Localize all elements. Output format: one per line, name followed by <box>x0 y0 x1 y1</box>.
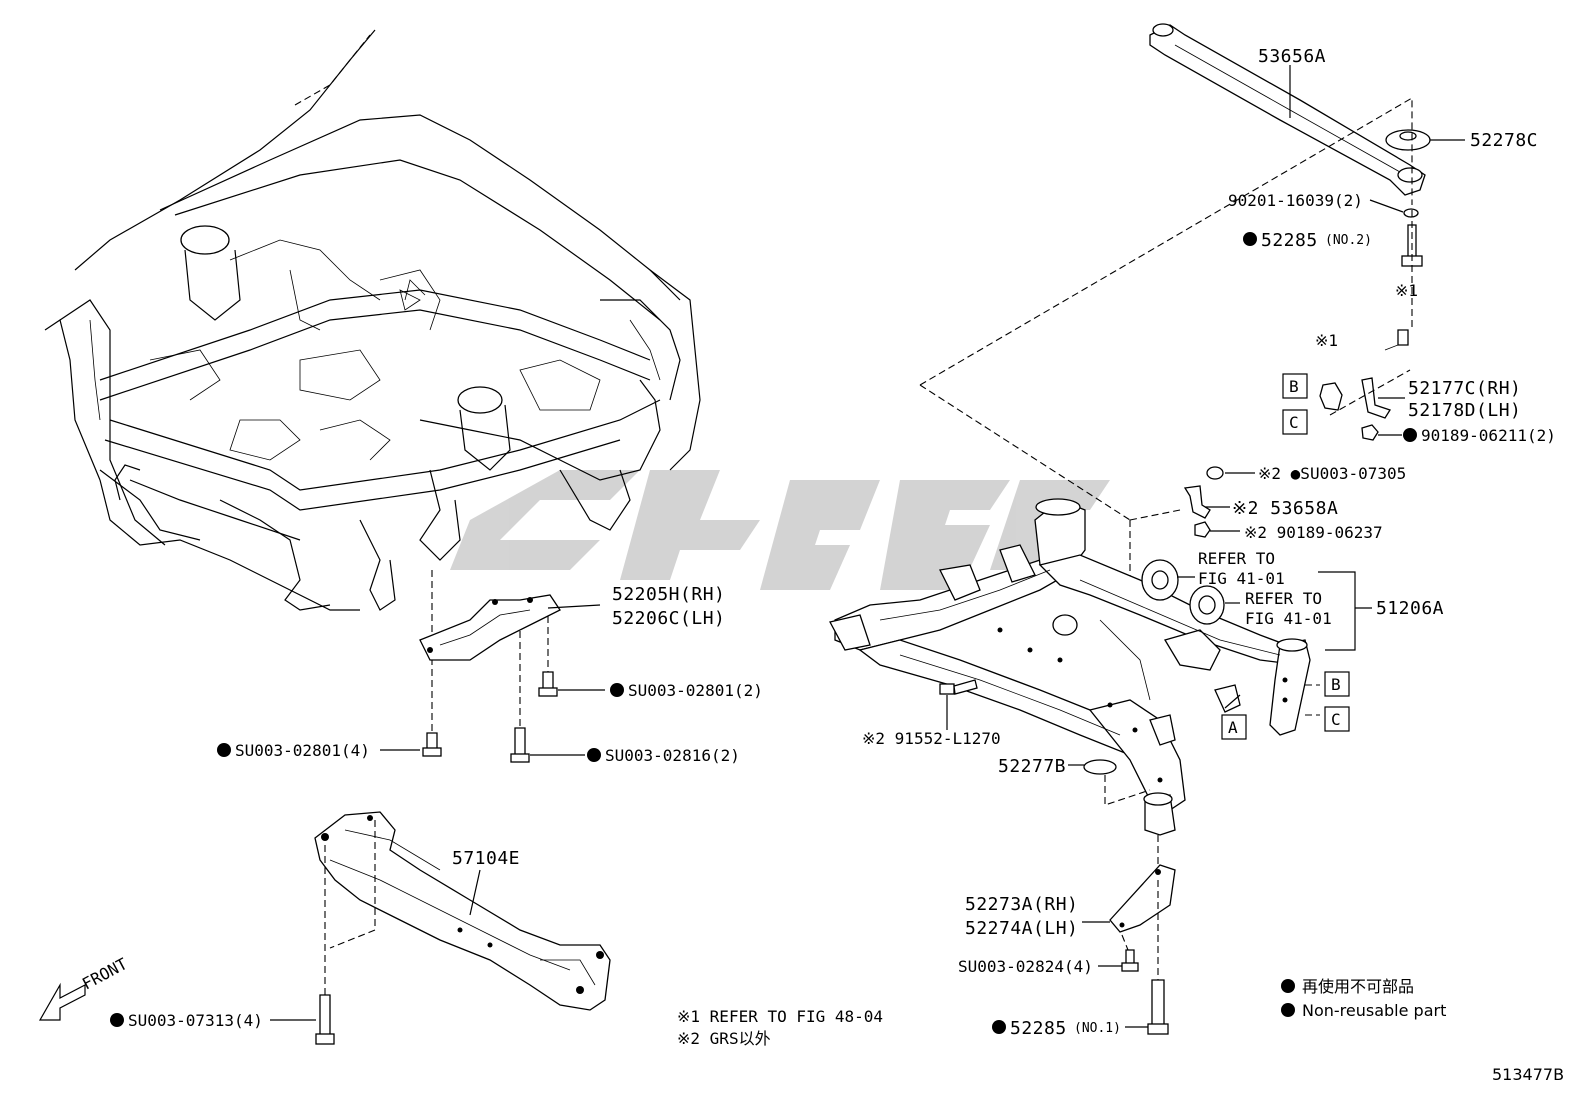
bolt-icon <box>1121 949 1139 972</box>
non-reusable-dot-icon <box>992 1020 1006 1034</box>
part-label-52205H: 52205H(RH) <box>612 584 725 605</box>
part-label-su003-02816: SU003-02816(2) <box>605 746 740 765</box>
bracket-52205H <box>419 594 561 661</box>
part-label-su003-07305: ※2 ●SU003-07305 <box>1258 464 1406 483</box>
nut-icon <box>1361 424 1379 441</box>
part-label-su003-02824: SU003-02824(4) <box>958 957 1093 976</box>
part-label-53656A: 53656A <box>1258 46 1326 67</box>
part-label-90201-16039: 90201-16039(2) <box>1228 191 1363 210</box>
non-reusable-dot-icon <box>217 743 231 757</box>
suspension-member-51206A <box>829 498 1311 836</box>
bracket-52177C <box>1361 377 1391 419</box>
note-mark-1: ※1 <box>1315 331 1338 350</box>
part-label-90189-06237: ※2 90189-06237 <box>1244 523 1383 542</box>
non-reusable-dot-icon <box>1281 1003 1295 1017</box>
clip-icon <box>1319 382 1343 411</box>
ref-box-a-label: A <box>1228 718 1238 737</box>
part-label-52178D: 52178D(LH) <box>1408 400 1521 421</box>
part-label-90189-06211: 90189-06211(2) <box>1421 426 1556 445</box>
part-label-52273A: 52273A(RH) <box>965 894 1078 915</box>
non-reusable-dot-icon <box>587 748 601 762</box>
crossmember-57104E <box>314 811 611 1011</box>
vehicle-body-front-illustration <box>44 29 701 611</box>
part-label-52285-no1: 52285 <box>1010 1018 1067 1039</box>
bolt-icon <box>510 727 530 763</box>
bracket-52273A <box>1109 864 1176 933</box>
part-label-51206A: 51206A <box>1376 598 1444 619</box>
nut-icon <box>1206 466 1224 480</box>
ref-box-a <box>1221 714 1247 740</box>
legend-jp: 再使用不可部品 <box>1302 977 1414 996</box>
part-label-su003-07313: SU003-07313(4) <box>128 1011 263 1030</box>
refer-label: REFER TO <box>1198 549 1275 568</box>
ref-box-c-label: C <box>1289 413 1299 432</box>
bracket-53658A <box>1183 485 1211 519</box>
non-reusable-dot-icon <box>110 1013 124 1027</box>
washer-90201 <box>1403 208 1419 218</box>
ref-box-c <box>1324 706 1350 732</box>
ref-box-c-label: C <box>1331 710 1341 729</box>
ref-box-b-label: B <box>1289 377 1299 396</box>
note-mark-1: ※1 <box>1395 281 1418 300</box>
note-1: ※1 REFER TO FIG 48-04 <box>677 1007 883 1026</box>
part-label-52206C: 52206C(LH) <box>612 608 725 629</box>
ref-box-b <box>1324 671 1350 697</box>
washer-52278C <box>1385 129 1431 151</box>
bolt-icon <box>315 994 335 1045</box>
part-label-53658A: ※2 53658A <box>1232 498 1338 519</box>
brace-53656A <box>1149 23 1426 196</box>
part-label-91552-l1270: ※2 91552-L1270 <box>862 729 1001 748</box>
bolt-icon <box>939 679 978 695</box>
part-label-52285-no2: 52285 <box>1261 230 1318 251</box>
ref-box-b-label: B <box>1331 675 1341 694</box>
refer-label: FIG 41-01 <box>1245 609 1332 628</box>
note-2: ※2 GRS以外 <box>677 1029 771 1048</box>
non-reusable-dot-icon <box>610 683 624 697</box>
nut-icon <box>1194 521 1211 538</box>
refer-label: FIG 41-01 <box>1198 569 1285 588</box>
refer-label: REFER TO <box>1245 589 1322 608</box>
part-label-52177C: 52177C(RH) <box>1408 378 1521 399</box>
washer-52277B <box>1083 759 1117 775</box>
front-label: FRONT <box>79 954 131 994</box>
bolt-icon <box>538 671 558 697</box>
part-label-no2: (NO.2) <box>1325 233 1372 248</box>
non-reusable-dot-icon <box>1243 232 1257 246</box>
part-label-52274A: 52274A(LH) <box>965 918 1078 939</box>
front-arrow-icon <box>38 982 86 1021</box>
bolt-icon <box>422 732 442 757</box>
ref-box-b <box>1282 373 1308 399</box>
diagram-reference-code: 513477B <box>1492 1065 1564 1084</box>
part-label-su003-02801-4: SU003-02801(4) <box>235 741 370 760</box>
part-label-su003-02801-2: SU003-02801(2) <box>628 681 763 700</box>
non-reusable-dot-icon <box>1281 979 1295 993</box>
bolt-icon <box>1384 329 1409 351</box>
part-label-57104E: 57104E <box>452 848 520 869</box>
part-label-52278C: 52278C <box>1470 130 1538 151</box>
mount-line <box>919 97 1413 386</box>
legend-en: Non-reusable part <box>1302 1001 1446 1020</box>
part-label-no1: (NO.1) <box>1074 1021 1121 1036</box>
bolt-52285-no1 <box>1147 979 1169 1035</box>
non-reusable-dot-icon <box>1403 428 1417 442</box>
part-label-52277B: 52277B <box>998 756 1066 777</box>
ref-box-c <box>1282 409 1308 435</box>
